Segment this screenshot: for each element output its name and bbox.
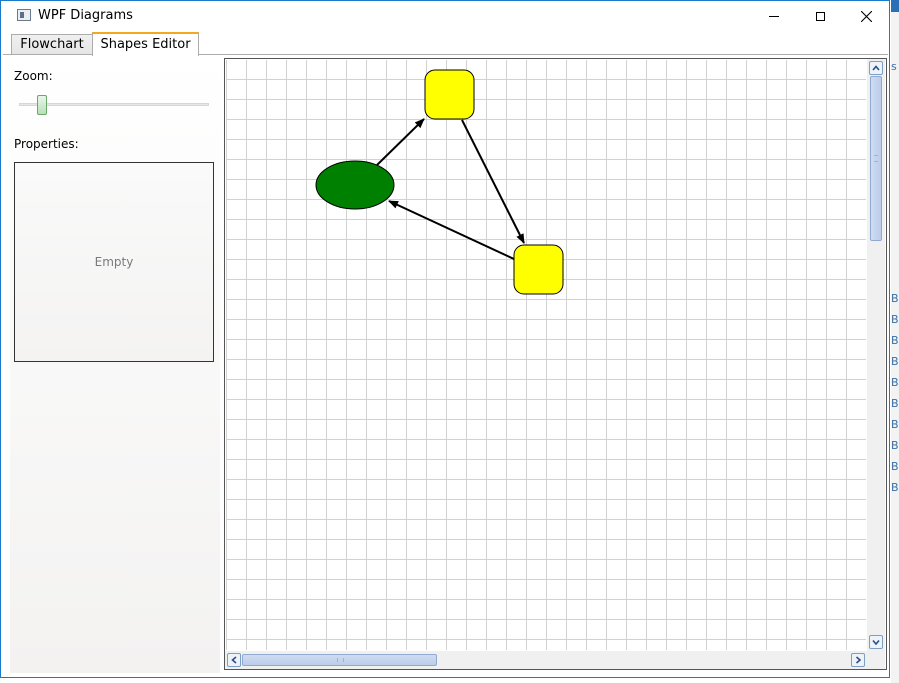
diagram-svg bbox=[315, 69, 564, 295]
connector-arrow[interactable] bbox=[376, 118, 425, 166]
background-text: B bbox=[891, 334, 899, 347]
vertical-scrollbar[interactable] bbox=[867, 59, 885, 651]
background-text: B bbox=[891, 355, 899, 368]
background-text: B bbox=[891, 292, 899, 305]
tab-shapes-editor[interactable]: Shapes Editor bbox=[92, 32, 199, 56]
title-bar[interactable]: WPF Diagrams bbox=[1, 1, 889, 32]
diagram-canvas-viewport bbox=[224, 58, 887, 670]
maximize-icon bbox=[815, 12, 825, 21]
tab-flowchart[interactable]: Flowchart bbox=[11, 34, 93, 55]
background-text: B bbox=[891, 439, 899, 452]
scroll-down-button[interactable] bbox=[869, 635, 883, 649]
properties-empty-text: Empty bbox=[94, 255, 134, 269]
zoom-slider-thumb[interactable] bbox=[37, 95, 47, 115]
node-square-top[interactable] bbox=[424, 69, 475, 120]
close-button[interactable] bbox=[843, 1, 889, 32]
background-text: B bbox=[891, 481, 899, 494]
minimize-button[interactable] bbox=[751, 1, 797, 32]
node-square-bottom[interactable] bbox=[513, 244, 564, 295]
chevron-down-icon bbox=[872, 639, 880, 646]
background-text: B bbox=[891, 397, 899, 410]
background-text: B bbox=[891, 376, 899, 389]
horizontal-scroll-thumb[interactable] bbox=[242, 654, 437, 666]
close-icon bbox=[860, 11, 872, 22]
window-title: WPF Diagrams bbox=[38, 8, 133, 23]
chevron-right-icon bbox=[855, 656, 862, 664]
properties-label: Properties: bbox=[14, 137, 79, 151]
background-text: s bbox=[891, 60, 897, 73]
background-strip bbox=[891, 0, 899, 12]
zoom-label: Zoom: bbox=[14, 69, 53, 83]
tab-bar: Flowchart Shapes Editor bbox=[1, 32, 889, 56]
connector-arrow[interactable] bbox=[461, 119, 525, 244]
properties-panel: Empty bbox=[14, 162, 214, 362]
diagram-grid-canvas[interactable] bbox=[226, 60, 866, 650]
app-window-icon[interactable] bbox=[17, 9, 31, 21]
side-panel: Zoom: Properties: Empty bbox=[10, 57, 220, 673]
background-text: B bbox=[891, 418, 899, 431]
scroll-right-button[interactable] bbox=[851, 653, 865, 667]
background-text: B bbox=[891, 313, 899, 326]
horizontal-scrollbar[interactable] bbox=[225, 651, 867, 669]
background-desktop-fragment: s B B B B B B B B B B bbox=[891, 0, 899, 683]
scroll-left-button[interactable] bbox=[227, 653, 241, 667]
minimize-icon bbox=[769, 16, 779, 17]
connector-arrow[interactable] bbox=[388, 200, 515, 260]
scrollbar-corner bbox=[867, 651, 885, 669]
background-text: B bbox=[891, 460, 899, 473]
vertical-scroll-thumb[interactable] bbox=[870, 76, 882, 241]
scroll-up-button[interactable] bbox=[869, 61, 883, 75]
chevron-up-icon bbox=[872, 65, 880, 71]
tab-divider bbox=[3, 54, 888, 55]
tab-content: Zoom: Properties: Empty bbox=[4, 55, 888, 675]
zoom-slider-track[interactable] bbox=[19, 103, 209, 106]
maximize-button[interactable] bbox=[797, 1, 843, 32]
node-ellipse[interactable] bbox=[315, 160, 395, 210]
chevron-left-icon bbox=[231, 656, 237, 664]
